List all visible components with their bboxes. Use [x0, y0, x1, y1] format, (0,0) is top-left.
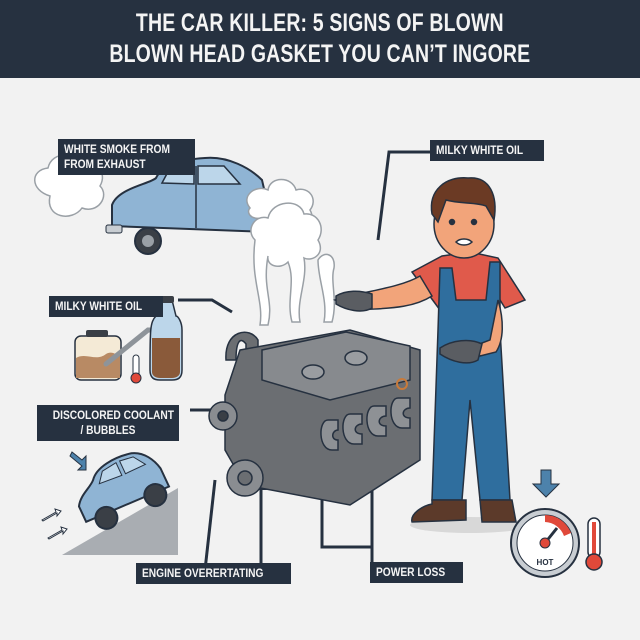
callout-white-smoke-line2: FROM EXHAUST — [64, 157, 146, 171]
title-line-2: BLOWN HEAD GASKET YOU CAN’T INGORE — [109, 40, 531, 68]
engine-smoke — [250, 202, 336, 326]
callout-power-loss: POWER LOSS — [370, 562, 464, 583]
title-line-1: THE CAR KILLER: 5 SIGNS OF BLOWN — [136, 9, 504, 37]
callout-white-smoke: WHITE SMOKE FROM FROM EXHAUST — [58, 139, 195, 175]
callout-milky-oil-top: MILKY WHITE OIL — [430, 140, 545, 161]
callout-overheating-text: ENGINE OVERERTATING — [142, 566, 264, 580]
callout-power-loss-text: POWER LOSS — [376, 565, 446, 579]
hill-car — [41, 451, 178, 555]
oil-containers — [74, 296, 183, 384]
callout-coolant-line2: / BUBBLES — [80, 423, 136, 437]
callout-milky-oil-left: MILKY WHITE OIL — [49, 296, 164, 317]
temperature-gauge — [510, 469, 603, 578]
callout-white-smoke-line1: WHITE SMOKE FROM — [64, 142, 170, 156]
title-banner: THE CAR KILLER: 5 SIGNS OF BLOWN BLOWN H… — [0, 0, 640, 78]
callout-overheating: ENGINE OVERERTATING — [136, 563, 291, 584]
mechanic — [332, 177, 530, 533]
callout-milky-oil-left-text: MILKY WHITE OIL — [55, 299, 143, 313]
callout-coolant: DISCOLORED COOLANT / BUBBLES — [37, 405, 179, 441]
callout-coolant-line1: DISCOLORED COOLANT — [52, 408, 175, 422]
callout-milky-oil-top-text: MILKY WHITE OIL — [436, 143, 524, 157]
engine — [208, 329, 421, 506]
gauge-hot-label: HOT — [537, 558, 554, 567]
